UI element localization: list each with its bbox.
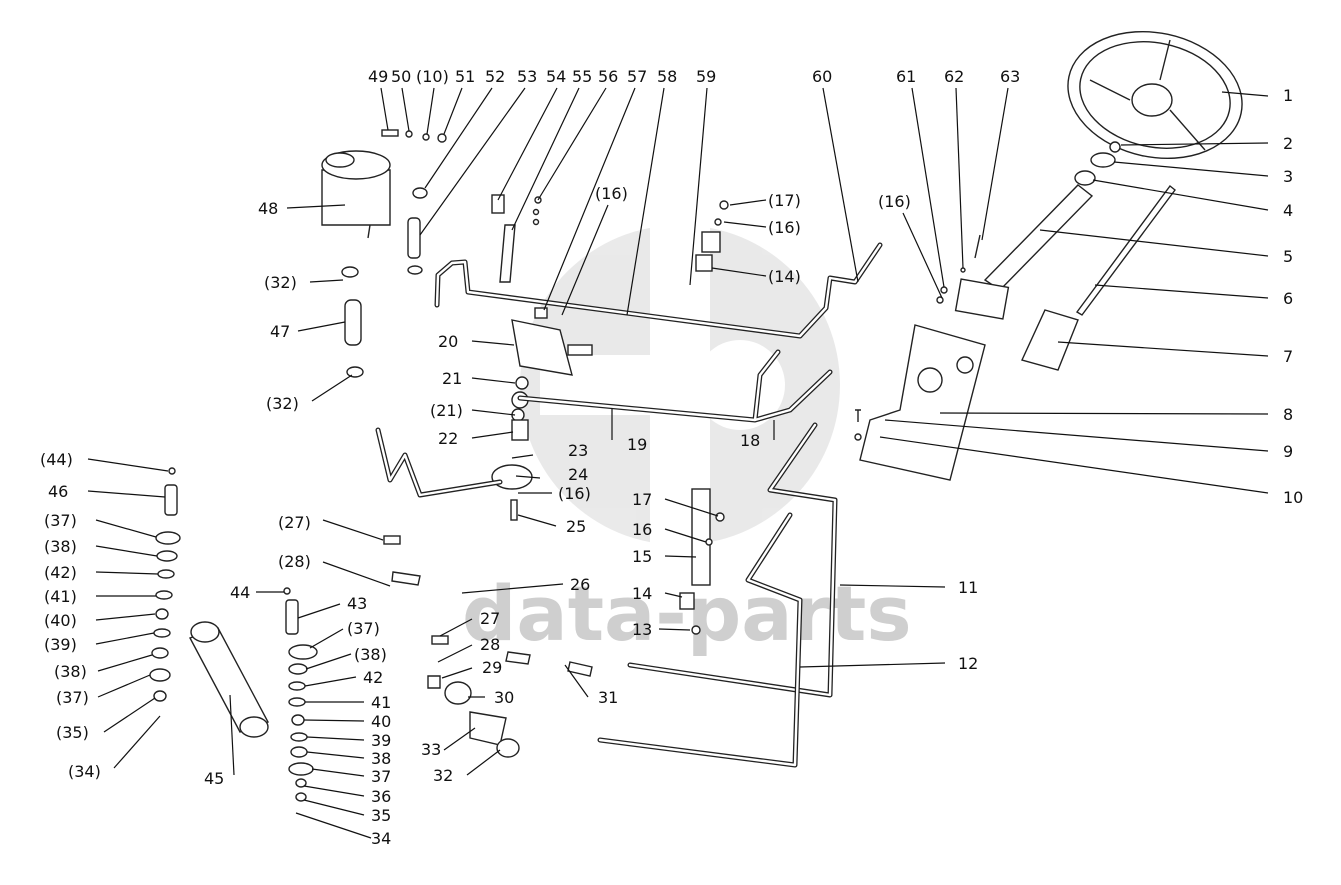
callout-40: 40: [371, 712, 391, 731]
callout-labels: 1 2 3 4 5 6 7 8 9 10 11 12 13 14 15 16 1…: [40, 67, 1303, 848]
callout-46: 46: [48, 482, 68, 501]
callout-38-ref-c: (38): [44, 537, 77, 556]
callout-20: 20: [438, 332, 458, 351]
callout-30: 30: [494, 688, 514, 707]
callout-54: 54: [546, 67, 566, 86]
callout-27-ref: (27): [278, 513, 311, 532]
callout-31: 31: [598, 688, 618, 707]
callout-33: 33: [421, 740, 441, 759]
callout-17: 17: [632, 490, 652, 509]
callout-7: 7: [1283, 347, 1293, 366]
callout-32: 32: [433, 766, 453, 785]
callout-22: 22: [438, 429, 458, 448]
callout-17-ref: (17): [768, 191, 801, 210]
callout-24: 24: [568, 465, 588, 484]
callout-14: 14: [632, 584, 652, 603]
callout-55: 55: [572, 67, 592, 86]
callout-37-ref-a: (37): [347, 619, 380, 638]
callout-57: 57: [627, 67, 647, 86]
callout-63: 63: [1000, 67, 1020, 86]
callout-16-ref-b: (16): [595, 184, 628, 203]
callout-34-ref: (34): [68, 762, 101, 781]
callout-38-ref-a: (38): [354, 645, 387, 664]
callout-28: 28: [480, 635, 500, 654]
callout-60: 60: [812, 67, 832, 86]
callout-50: 50: [391, 67, 411, 86]
callout-32-ref-a: (32): [266, 394, 299, 413]
callout-56: 56: [598, 67, 618, 86]
callout-14-ref: (14): [768, 267, 801, 286]
callout-21: 21: [442, 369, 462, 388]
callout-35: 35: [371, 806, 391, 825]
callout-21-ref: (21): [430, 401, 463, 420]
callout-39-ref: (39): [44, 635, 77, 654]
callout-13: 13: [632, 620, 652, 639]
callout-38: 38: [371, 749, 391, 768]
callout-37-ref-c: (37): [44, 511, 77, 530]
callout-45: 45: [204, 769, 224, 788]
callout-29: 29: [482, 658, 502, 677]
callout-39: 39: [371, 731, 391, 750]
callout-36: 36: [371, 787, 391, 806]
callout-16: 16: [632, 520, 652, 539]
callout-2: 2: [1283, 134, 1293, 153]
steering-cylinder: [189, 621, 269, 738]
callout-5: 5: [1283, 247, 1293, 266]
callout-37-ref-b: (37): [56, 688, 89, 707]
callout-9: 9: [1283, 442, 1293, 461]
callout-16-ref-d: (16): [878, 192, 911, 211]
callout-59: 59: [696, 67, 716, 86]
callout-8: 8: [1283, 405, 1293, 424]
callout-48: 48: [258, 199, 278, 218]
callout-52: 52: [485, 67, 505, 86]
callout-41: 41: [371, 693, 391, 712]
callout-47: 47: [270, 322, 290, 341]
oil-tank: [321, 150, 391, 239]
callout-51: 51: [455, 67, 475, 86]
callout-3: 3: [1283, 167, 1293, 186]
callout-23: 23: [568, 441, 588, 460]
callout-34: 34: [371, 829, 391, 848]
callout-19: 19: [627, 435, 647, 454]
steering-wheel: [1067, 30, 1243, 160]
callout-12: 12: [958, 654, 978, 673]
callout-26: 26: [570, 575, 590, 594]
callout-32-ref-b: (32): [264, 273, 297, 292]
callout-4: 4: [1283, 201, 1293, 220]
callout-37: 37: [371, 767, 391, 786]
callout-43: 43: [347, 594, 367, 613]
callout-16-ref-c: (16): [768, 218, 801, 237]
callout-53: 53: [517, 67, 537, 86]
callout-62: 62: [944, 67, 964, 86]
callout-15: 15: [632, 547, 652, 566]
callout-1: 1: [1283, 86, 1293, 105]
callout-16-ref-a: (16): [558, 484, 591, 503]
callout-38-ref-b: (38): [54, 662, 87, 681]
callout-42-ref: (42): [44, 563, 77, 582]
callout-58: 58: [657, 67, 677, 86]
callout-40-ref: (40): [44, 611, 77, 630]
hydraulic-lines: [375, 242, 883, 768]
callout-27: 27: [480, 609, 500, 628]
callout-41-ref: (41): [44, 587, 77, 606]
callout-28-ref: (28): [278, 552, 311, 571]
callout-42: 42: [363, 668, 383, 687]
callout-25: 25: [566, 517, 586, 536]
watermark-text: data-parts: [462, 569, 912, 658]
callout-18: 18: [740, 431, 760, 450]
callout-44-ref: (44): [40, 450, 73, 469]
callout-49: 49: [368, 67, 388, 86]
parts-drawing: [149, 30, 1243, 802]
callout-10-ref: (10): [416, 67, 449, 86]
callout-61: 61: [896, 67, 916, 86]
callout-44: 44: [230, 583, 250, 602]
leader-lines: [87, 87, 1269, 839]
callout-6: 6: [1283, 289, 1293, 308]
callout-10: 10: [1283, 488, 1303, 507]
callout-11: 11: [958, 578, 978, 597]
callout-35-ref: (35): [56, 723, 89, 742]
